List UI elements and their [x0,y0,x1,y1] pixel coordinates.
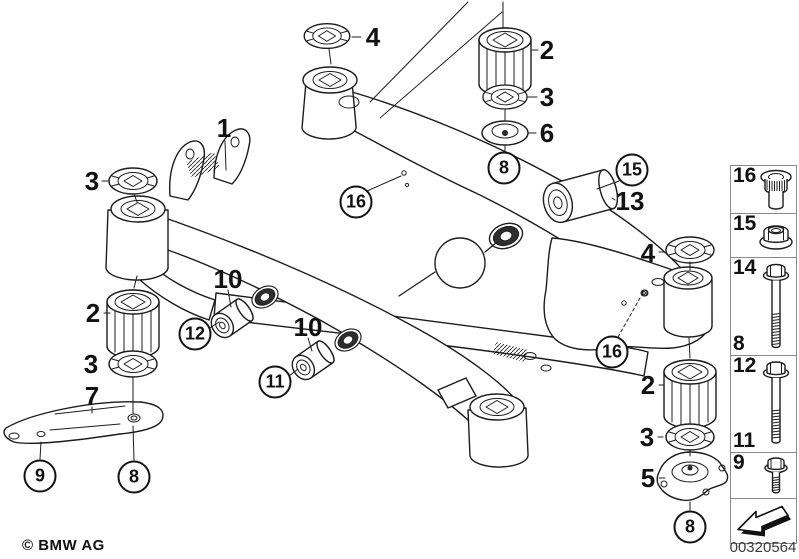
callout-2[interactable]: 2 [85,298,101,328]
callout-8[interactable]: 8 [117,460,151,494]
legend-cell-16: 16 [731,164,796,214]
legend-label-8[interactable]: 8 [733,332,745,355]
legend-label-12[interactable]: 12 [733,354,757,377]
reference-circle [434,237,486,289]
hex-flange-bolt-short-icon [764,456,788,493]
callout-5[interactable]: 5 [640,463,656,493]
legend-label-9[interactable]: 9 [733,451,745,474]
stop-plate-top [303,22,351,50]
callout-2[interactable]: 2 [640,370,656,400]
hex-flange-bolt-medium-icon [762,361,790,444]
legend-cell-arrow [731,499,796,544]
loose-parts [3,22,729,502]
callout-10[interactable]: 10 [213,264,243,294]
callout-6[interactable]: 6 [539,118,555,148]
callout-3[interactable]: 3 [83,349,99,379]
rivet-sleeve-nut-icon [760,169,792,210]
callout-8[interactable]: 8 [673,510,707,544]
image-number: 00320564 [729,539,797,556]
legend-cell-14-8: 14 8 [731,256,796,356]
callout-16[interactable]: 16 [339,185,373,219]
callout-16[interactable]: 16 [595,335,629,369]
callout-3[interactable]: 3 [539,82,555,112]
callout-2[interactable]: 2 [539,35,555,65]
callout-9[interactable]: 9 [23,459,57,493]
cap-part-6 [481,120,529,146]
legend-label-15[interactable]: 15 [733,212,757,235]
copyright-text: © BMW AG [22,537,105,554]
callout-8[interactable]: 8 [487,151,521,185]
legend-cell-15: 15 [731,212,796,258]
legend-label-14[interactable]: 14 [733,256,757,279]
callout-3[interactable]: 3 [639,422,655,452]
callout-11[interactable]: 11 [258,365,292,399]
legend-label-11[interactable]: 11 [733,429,756,452]
bracket-part-5 [656,451,729,502]
callout-4[interactable]: 4 [640,238,656,268]
direction-of-travel-arrow-icon [737,505,791,537]
fastener-legend-panel: 16 15 14 8 [730,164,797,544]
callout-15[interactable]: 15 [615,153,649,187]
hex-flange-bolt-long-icon [762,263,790,348]
bracket-part-7 [3,401,164,444]
legend-cell-12-11: 12 11 [731,354,796,453]
leader-lines [39,1,691,511]
callout-10[interactable]: 10 [293,312,323,342]
rear-axle-carrier-body [105,66,713,468]
flange-lock-nut-icon [759,224,793,250]
legend-label-16[interactable]: 16 [733,164,757,187]
callout-7[interactable]: 7 [84,381,100,411]
callout-3[interactable]: 3 [84,166,100,196]
callout-4[interactable]: 4 [365,22,381,52]
callout-1[interactable]: 1 [216,113,232,143]
legend-cell-9: 9 [731,451,796,499]
callout-13[interactable]: 13 [615,186,645,216]
callout-12[interactable]: 12 [178,317,212,351]
